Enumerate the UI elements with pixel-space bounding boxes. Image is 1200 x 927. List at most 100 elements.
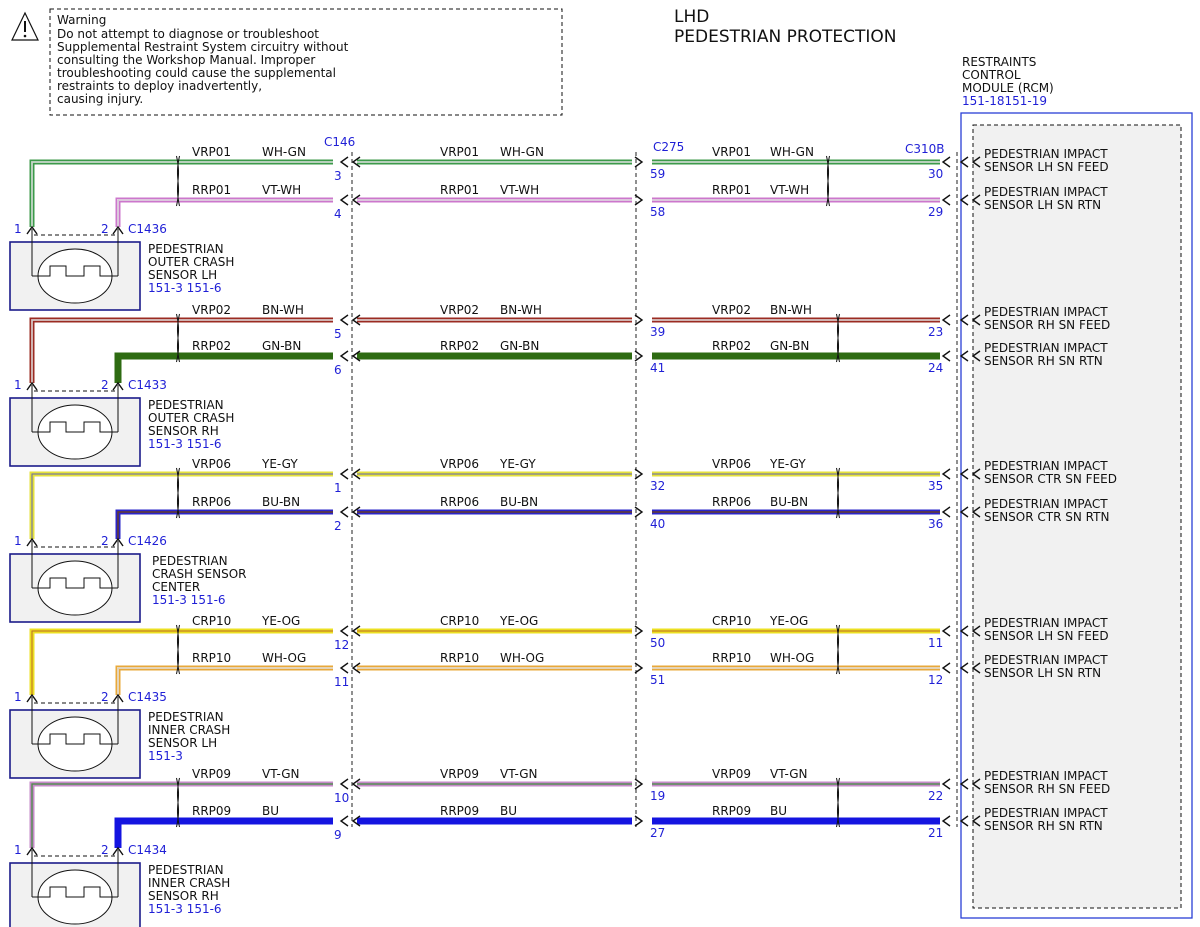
wire-color-label: VT-GN [770,767,807,781]
pin-arrow [971,194,981,206]
circuit-label: RRP09 [440,804,479,818]
warning-box [49,8,563,116]
rcm-pin-label: PEDESTRIAN IMPACT [984,653,1108,667]
sensor-reference-link[interactable]: 151-3 151-6 [148,281,222,295]
pin-number-c146: 6 [334,363,342,377]
pin-arrow [634,314,644,326]
pin-arrow [339,625,349,637]
wire-color-label: WH-GN [500,145,544,159]
wire-color-label: VT-WH [500,183,539,197]
pin-arrow [112,537,124,547]
pin-arrow [26,381,38,391]
pin-arrow [26,693,38,703]
pin-arrow [339,506,349,518]
pin-arrow [634,194,644,206]
pin-arrow [634,625,644,637]
wire-stripe [31,783,333,848]
wire-color-label: VT-GN [262,767,299,781]
pin-number-c275: 41 [650,361,665,375]
pin-number-c310b: 12 [928,673,943,687]
pin-arrow [351,662,361,674]
rcm-pin-label: PEDESTRIAN IMPACT [984,806,1108,820]
pin-arrow [634,662,644,674]
sensor-name-line: PEDESTRIAN [152,554,228,568]
warning-icon [11,11,39,41]
circuit-label: VRP06 [440,457,479,471]
pin-number-c310b: 23 [928,325,943,339]
warning-line: Do not attempt to diagnose or troublesho… [57,27,319,41]
pin-arrow [112,381,124,391]
pin-number-c146: 2 [334,519,342,533]
pin-arrow [112,225,124,235]
sensor-connector-label: C1435 [128,690,167,704]
sensor-element-icon [32,577,118,589]
pin-arrow [971,350,981,362]
circuit-label: RRP02 [440,339,479,353]
pin-arrow [339,468,349,480]
pin-arrow [959,468,969,480]
sensor-name-line: OUTER CRASH [148,411,234,425]
pin-arrow [112,846,124,856]
pin-arrow [959,815,969,827]
sensor-name-line: PEDESTRIAN [148,710,224,724]
sensor-element-icon [32,265,118,277]
pin-arrow [941,778,951,790]
pin-arrow [941,506,951,518]
wire-color-label: GN-BN [262,339,301,353]
pin-arrow [941,468,951,480]
warning-line: restraints to deploy inadvertently, [57,79,262,93]
pin-number-c275: 58 [650,205,665,219]
circuit-label: CRP10 [440,614,479,628]
circuit-label: RRP02 [712,339,751,353]
sensor-name-line: PEDESTRIAN [148,242,224,256]
sensor-element-icon [32,733,118,745]
sensor-reference-link[interactable]: 151-3 [148,749,183,763]
rcm-reference-link[interactable]: 151-18151-19 [962,94,1047,108]
sensor-reference-link[interactable]: 151-3 151-6 [148,437,222,451]
twisted-pair-marker [836,624,840,675]
pin-arrow [959,506,969,518]
circuit-label: RRP09 [192,804,231,818]
pin-number-c275: 39 [650,325,665,339]
pin-arrow [634,156,644,168]
wire-color-label: YE-OG [769,614,808,628]
rcm-pin-label: SENSOR RH SN FEED [984,318,1110,332]
wire-color-label: YE-OG [499,614,538,628]
circuit-label: RRP01 [192,183,231,197]
pin-arrow [351,156,361,168]
pin-number-c146: 9 [334,828,342,842]
sensor-reference-link[interactable]: 151-3 151-6 [152,593,226,607]
pin-arrow [971,506,981,518]
wire [114,817,333,848]
pin-number-c310b: 30 [928,167,943,181]
twisted-pair-marker [176,467,180,519]
warning-line: troubleshooting could cause the suppleme… [57,66,336,80]
twisted-pair-marker [176,624,180,675]
circuit-label: RRP06 [192,495,231,509]
wire-outline [31,319,333,383]
rcm-pin-label: PEDESTRIAN IMPACT [984,459,1108,473]
warning-line: consulting the Workshop Manual. Improper [57,53,315,67]
pin-arrow [959,194,969,206]
sensor-pin-number: 1 [14,843,22,857]
wire-color-label: BN-WH [500,303,542,317]
sensor-pin-number: 2 [101,378,109,392]
sensor-name-line: SENSOR LH [148,736,217,750]
circuit-label: RRP10 [192,651,231,665]
pin-arrow [959,350,969,362]
rcm-pin-label: PEDESTRIAN IMPACT [984,185,1108,199]
circuit-label: VRP01 [440,145,479,159]
sensor-reference-link[interactable]: 151-3 151-6 [148,902,222,916]
wire-outline [31,161,333,227]
pin-arrow [351,314,361,326]
circuit-label: RRP01 [440,183,479,197]
wire-color-label: VT-WH [262,183,301,197]
wire [114,352,333,383]
rcm-module-inner [972,124,1182,909]
pin-arrow [971,778,981,790]
circuit-label: RRP02 [192,339,231,353]
pin-arrow [959,314,969,326]
pin-number-c146: 10 [334,791,349,805]
circuit-label: CRP10 [192,614,231,628]
circuit-label: VRP09 [440,767,479,781]
